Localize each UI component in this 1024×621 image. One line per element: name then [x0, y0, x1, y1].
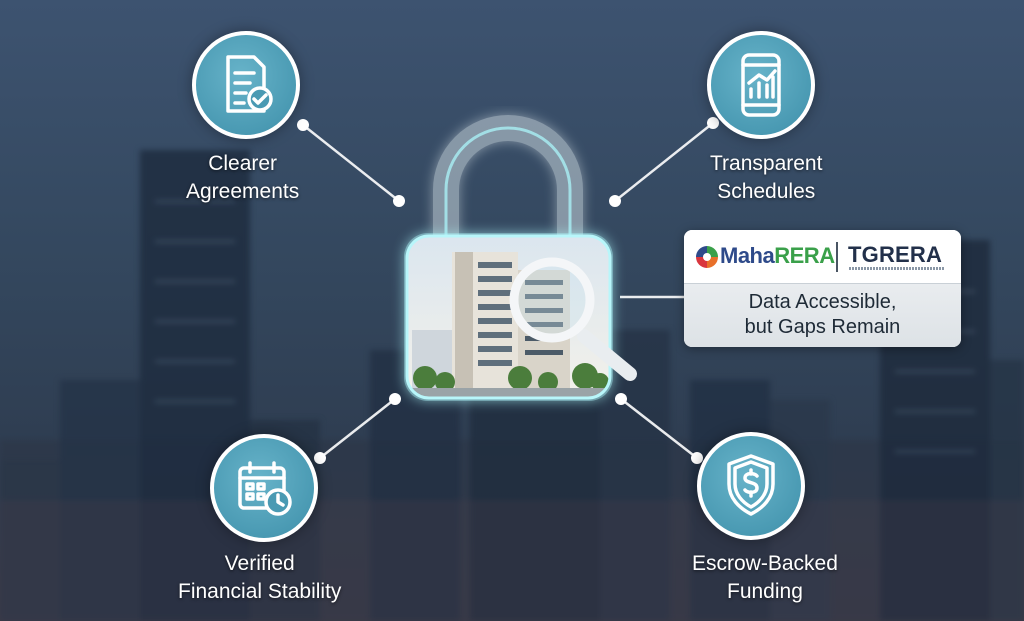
connector-dot [297, 119, 309, 131]
card-text-line1: Data Accessible, [748, 291, 897, 313]
label-escrow-backed-funding: Escrow-Backed Funding [692, 552, 838, 603]
connector-dot [615, 393, 627, 405]
connector-dot [389, 393, 401, 405]
calendar-clock-icon [210, 434, 318, 542]
logo-divider [836, 242, 838, 272]
maharera-logo: MahaRERA [720, 243, 835, 268]
connector-dot [691, 452, 703, 464]
label-transparent-schedules: Transparent Schedules [710, 152, 823, 203]
label-verified-financial-stability: Verified Financial Stability [178, 552, 342, 603]
tgrera-underline [849, 267, 945, 270]
regulator-card: MahaRERA TGRERA Data Accessible, but Gap… [684, 230, 961, 347]
maharera-logo-mark [696, 246, 718, 268]
phone-chart-icon [707, 31, 815, 139]
connector-dot [393, 195, 405, 207]
document-check-icon [192, 31, 300, 139]
connector-dot [609, 195, 621, 207]
tgrera-logo: TGRERA [848, 242, 943, 267]
connector-dot [707, 117, 719, 129]
card-text-line2: but Gaps Remain [744, 316, 901, 338]
connector-dot [314, 452, 326, 464]
label-clearer-agreements: Clearer Agreements [186, 152, 300, 203]
card-message: Data Accessible, but Gaps Remain [684, 284, 961, 347]
regulator-logos: MahaRERA TGRERA [684, 230, 961, 284]
shield-dollar-icon [697, 432, 805, 540]
